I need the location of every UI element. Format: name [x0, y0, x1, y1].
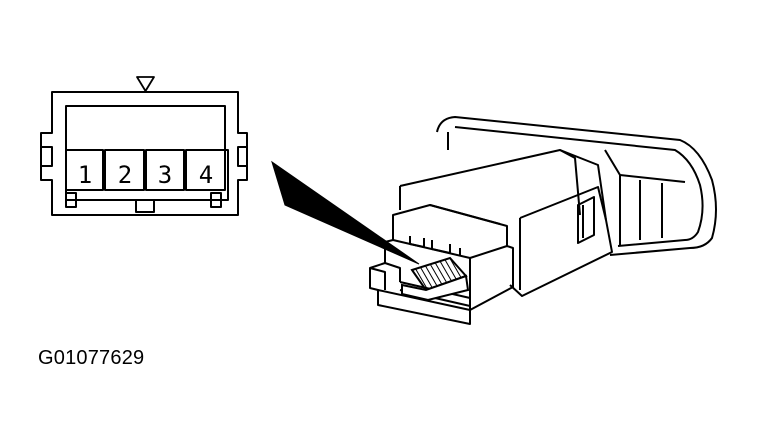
connector-key-left	[65, 192, 77, 208]
connector-housing-outline	[40, 91, 248, 216]
rear-flange	[436, 116, 717, 256]
figure-id-label: G01077629	[38, 347, 145, 369]
pin-label-3: 3	[158, 161, 172, 189]
connector-key-right	[210, 192, 222, 208]
pin-cell-4	[185, 149, 226, 191]
pointer-arrow-icon	[271, 160, 420, 265]
connector-key-center	[135, 199, 155, 213]
pin-cell-1	[65, 149, 104, 191]
front-plug	[369, 204, 514, 325]
pin-label-1: 1	[78, 161, 92, 189]
terminal-tip	[401, 274, 470, 302]
side-window	[577, 196, 595, 244]
connector-latch-left	[41, 146, 53, 167]
pin-label-2: 2	[118, 161, 132, 189]
pin-cell-2	[104, 149, 145, 191]
pin-cell-3	[145, 149, 185, 191]
switch-body-view	[369, 116, 717, 325]
connector-latch-right	[237, 146, 247, 167]
connector-face-view	[40, 76, 248, 216]
pin-label-4: 4	[199, 161, 213, 189]
pin-one-marker-icon	[136, 76, 155, 92]
